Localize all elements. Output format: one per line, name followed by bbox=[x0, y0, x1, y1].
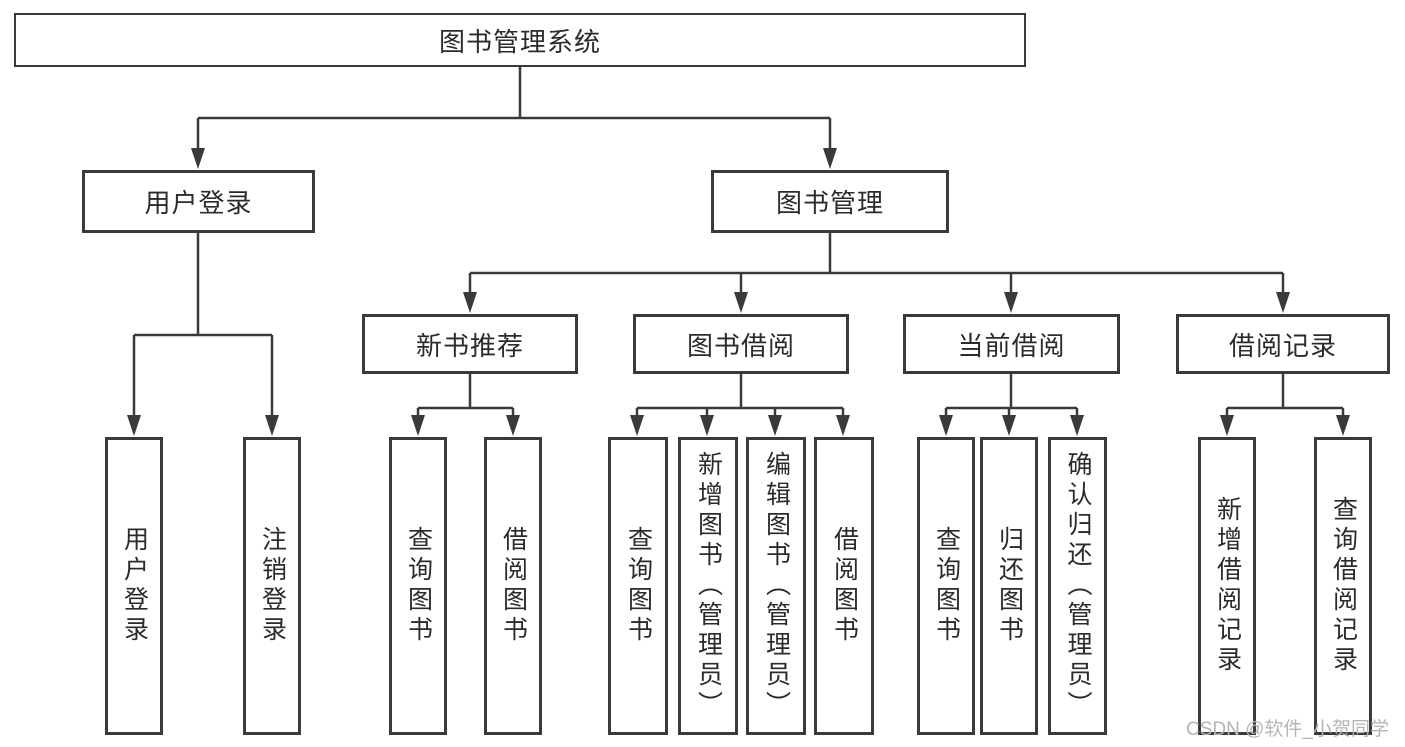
node-label: 图书借阅 bbox=[686, 330, 795, 361]
arrowhead bbox=[734, 292, 748, 313]
connector-user-login-to-leaves bbox=[132, 233, 274, 417]
node-borrow-records: 借阅记录 bbox=[1176, 314, 1390, 374]
connector-new-book-recommend-to-leaves bbox=[416, 374, 515, 417]
node-label: 查询图书 bbox=[624, 526, 653, 646]
connector-lines bbox=[132, 67, 1345, 417]
arrowhead bbox=[630, 415, 644, 436]
node-label: 当前借阅 bbox=[957, 330, 1066, 361]
leaf-borrow-books-recommend: 借阅图书 bbox=[484, 437, 542, 735]
arrowhead bbox=[939, 415, 953, 436]
arrowhead bbox=[1004, 292, 1018, 313]
node-label: 查询图书 bbox=[932, 526, 961, 646]
node-user-login: 用户登录 bbox=[82, 170, 315, 233]
arrowhead bbox=[265, 415, 279, 436]
leaf-user-login: 用户登录 bbox=[105, 437, 163, 735]
leaf-query-books-current: 查询图书 bbox=[917, 437, 975, 735]
node-book-management: 图书管理 bbox=[711, 170, 949, 233]
arrowhead bbox=[191, 148, 205, 169]
arrowhead bbox=[1276, 292, 1290, 313]
arrowhead bbox=[1336, 415, 1350, 436]
leaf-query-books-borrow: 查询图书 bbox=[608, 437, 668, 735]
node-root-system: 图书管理系统 bbox=[14, 13, 1026, 67]
arrowhead bbox=[1220, 415, 1234, 436]
arrowhead bbox=[700, 415, 714, 436]
arrowhead bbox=[1070, 415, 1084, 436]
leaf-add-borrow-record: 新增借阅记录 bbox=[1198, 437, 1256, 735]
connector-book-management-to-level3 bbox=[468, 233, 1285, 293]
connector-borrow-records-to-leaves bbox=[1225, 374, 1345, 417]
node-label: 查询借阅记录 bbox=[1329, 496, 1358, 676]
leaf-borrow-books: 借阅图书 bbox=[814, 437, 874, 735]
node-label: 注销登录 bbox=[258, 526, 287, 646]
node-label: 借阅图书 bbox=[499, 526, 528, 646]
connector-arrowheads bbox=[127, 148, 1350, 436]
arrowhead bbox=[823, 148, 837, 169]
arrowhead bbox=[768, 415, 782, 436]
node-label: 图书管理系统 bbox=[438, 26, 601, 57]
node-book-borrow: 图书借阅 bbox=[633, 314, 849, 374]
arrowhead bbox=[836, 415, 850, 436]
leaf-add-book-admin: 新增图书（管理员） bbox=[678, 437, 738, 735]
connector-current-borrow-to-leaves bbox=[944, 374, 1079, 417]
node-label: 借阅记录 bbox=[1228, 330, 1337, 361]
leaf-query-books-recommend: 查询图书 bbox=[389, 437, 447, 735]
connector-root-to-level2 bbox=[196, 67, 832, 149]
node-label: 归还图书 bbox=[995, 526, 1024, 646]
leaf-return-book: 归还图书 bbox=[980, 437, 1038, 735]
node-label: 借阅图书 bbox=[830, 526, 859, 646]
node-label: 用户登录 bbox=[120, 526, 149, 646]
node-label: 确认归还（管理员） bbox=[1064, 451, 1092, 721]
leaf-edit-book-admin: 编辑图书（管理员） bbox=[746, 437, 806, 735]
arrowhead bbox=[411, 415, 425, 436]
arrowhead bbox=[506, 415, 520, 436]
node-label: 新增借阅记录 bbox=[1213, 496, 1242, 676]
arrowhead bbox=[127, 415, 141, 436]
node-new-book-recommend: 新书推荐 bbox=[362, 314, 578, 374]
node-label: 新书推荐 bbox=[415, 330, 524, 361]
leaf-query-borrow-record: 查询借阅记录 bbox=[1314, 437, 1372, 735]
node-label: 新增图书（管理员） bbox=[694, 451, 723, 721]
node-label: 编辑图书（管理员） bbox=[762, 451, 791, 721]
node-label: 用户登录 bbox=[144, 188, 253, 218]
arrowhead bbox=[463, 292, 477, 313]
leaf-logout: 注销登录 bbox=[243, 437, 301, 735]
csdn-watermark: CSDN @软件_小贺同学 bbox=[1186, 719, 1389, 740]
connector-book-borrow-to-leaves bbox=[635, 374, 845, 417]
arrowhead bbox=[1002, 415, 1016, 436]
node-label: 图书管理 bbox=[775, 188, 884, 218]
leaf-confirm-return-admin: 确认归还（管理员） bbox=[1048, 437, 1107, 735]
node-label: 查询图书 bbox=[404, 526, 433, 646]
node-current-borrow: 当前借阅 bbox=[903, 314, 1120, 374]
